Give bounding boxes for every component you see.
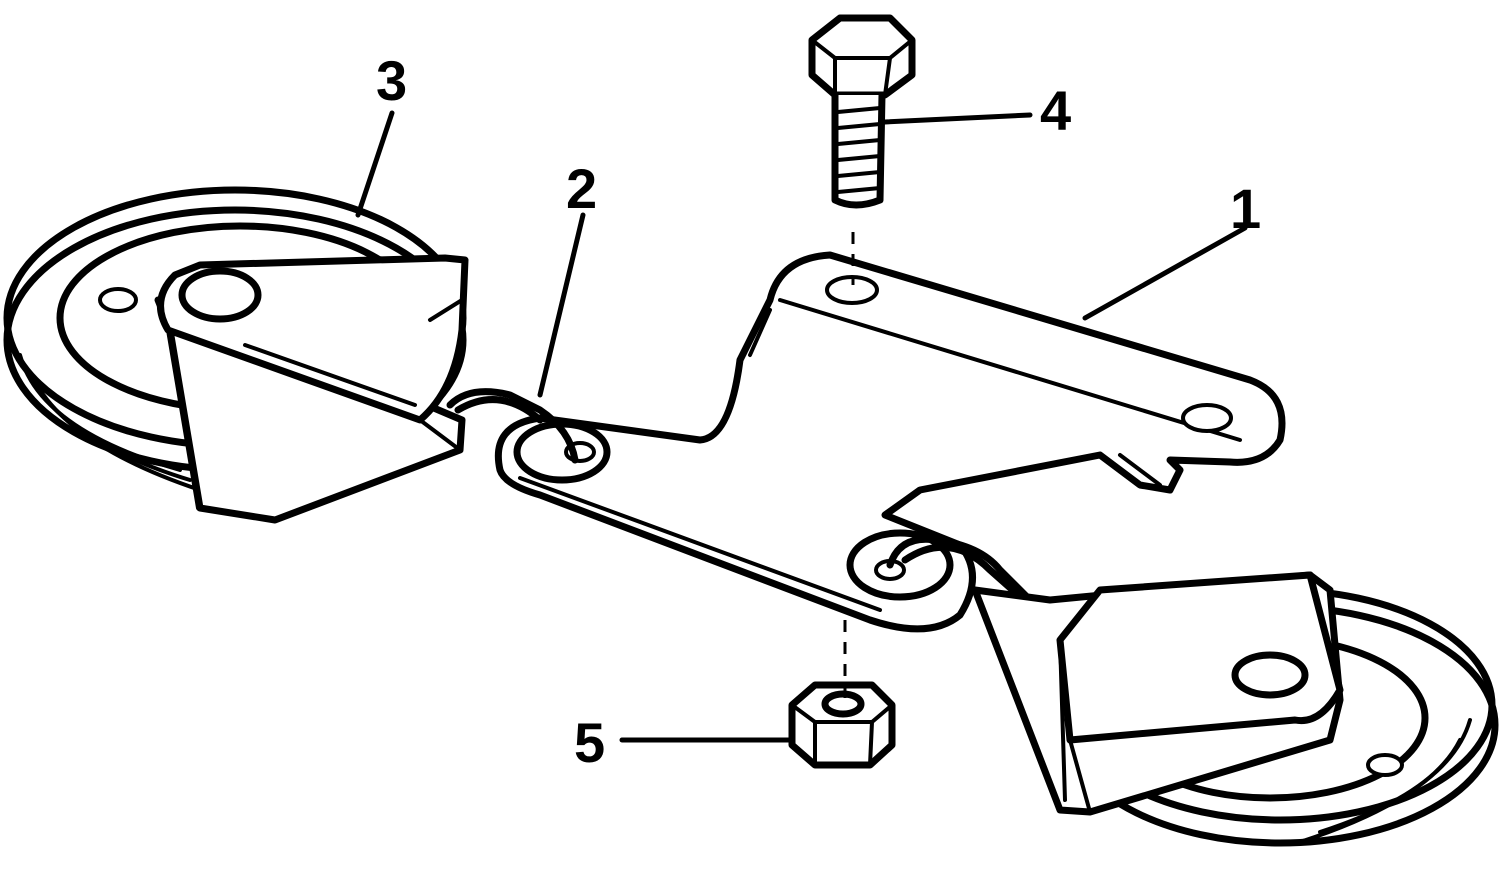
leader-3 xyxy=(355,110,395,218)
leader-1 xyxy=(1082,225,1248,321)
left-pulley-bracket xyxy=(154,254,469,524)
leader-4 xyxy=(882,112,1033,125)
leader-2 xyxy=(537,212,586,398)
right-cable-loop xyxy=(846,529,1039,614)
bolt xyxy=(808,14,916,209)
alignment-lines xyxy=(843,232,855,700)
right-pulley-assembly xyxy=(971,571,1499,847)
left-cable-loop xyxy=(446,388,611,484)
callout-4: 4 xyxy=(1040,79,1071,142)
nut xyxy=(788,681,896,769)
right-pulley-bracket xyxy=(971,571,1344,816)
left-pulley-assembly xyxy=(3,186,469,524)
callout-2: 2 xyxy=(566,157,597,220)
callout-5: 5 xyxy=(574,711,605,774)
callout-3: 3 xyxy=(376,49,407,112)
callout-1: 1 xyxy=(1230,177,1261,240)
callout-labels: 1 2 3 4 5 xyxy=(376,49,1261,774)
leader-lines xyxy=(355,110,1248,743)
center-bracket-plate xyxy=(494,251,1286,633)
